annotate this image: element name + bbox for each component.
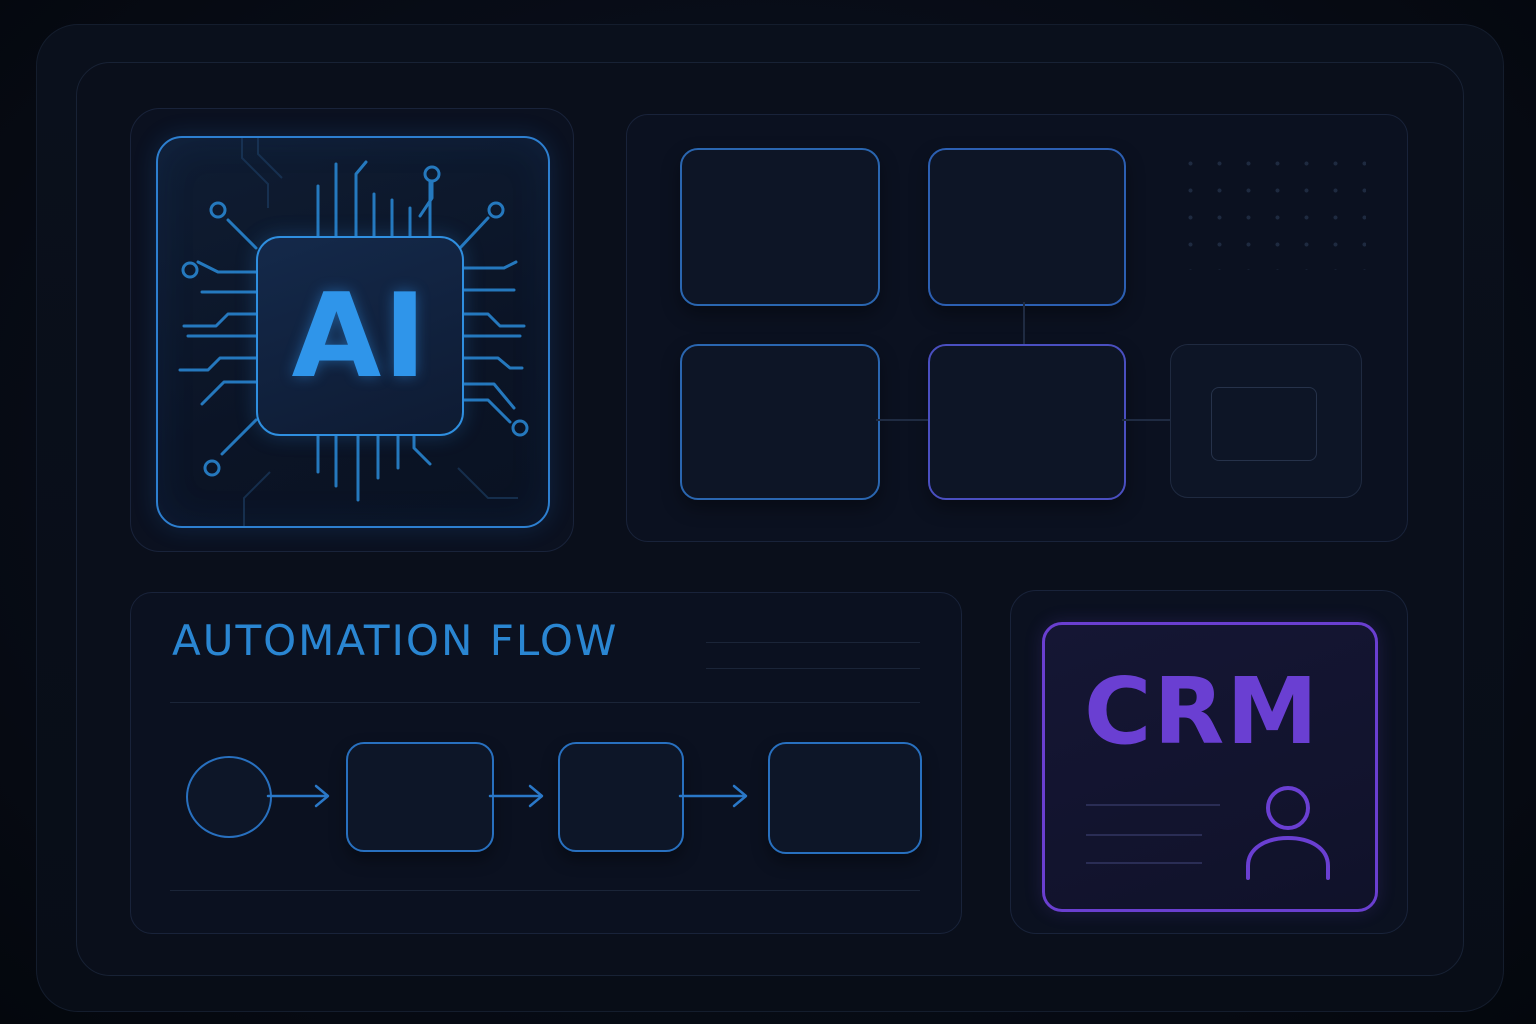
crm-label: CRM <box>1084 658 1320 765</box>
flow-start-node[interactable] <box>186 756 272 838</box>
dot-grid <box>1176 150 1366 270</box>
ai-label: AI <box>291 268 429 404</box>
module-tile-5-inner <box>1211 387 1317 461</box>
flow-step-2[interactable] <box>558 742 684 852</box>
flow-step-1[interactable] <box>346 742 494 852</box>
title-divider-1 <box>706 642 920 643</box>
module-tile-3[interactable] <box>680 344 880 500</box>
ai-chip: AI <box>256 236 464 436</box>
module-tile-1[interactable] <box>680 148 880 306</box>
ai-chip-card[interactable]: AI <box>156 136 550 528</box>
crm-text-line-1 <box>1086 804 1220 806</box>
module-tile-4[interactable] <box>928 344 1126 500</box>
automation-flow-title: AUTOMATION FLOW <box>172 616 619 665</box>
flow-footer-divider <box>170 890 920 891</box>
module-tile-5[interactable] <box>1170 344 1362 498</box>
module-tile-2[interactable] <box>928 148 1126 306</box>
crm-text-line-2 <box>1086 834 1202 836</box>
flow-step-3[interactable] <box>768 742 922 854</box>
user-icon <box>1246 786 1330 880</box>
crm-text-line-3 <box>1086 862 1202 864</box>
flow-header-divider <box>170 702 920 703</box>
title-divider-2 <box>706 668 920 669</box>
circuit-traces-icon <box>178 138 529 526</box>
